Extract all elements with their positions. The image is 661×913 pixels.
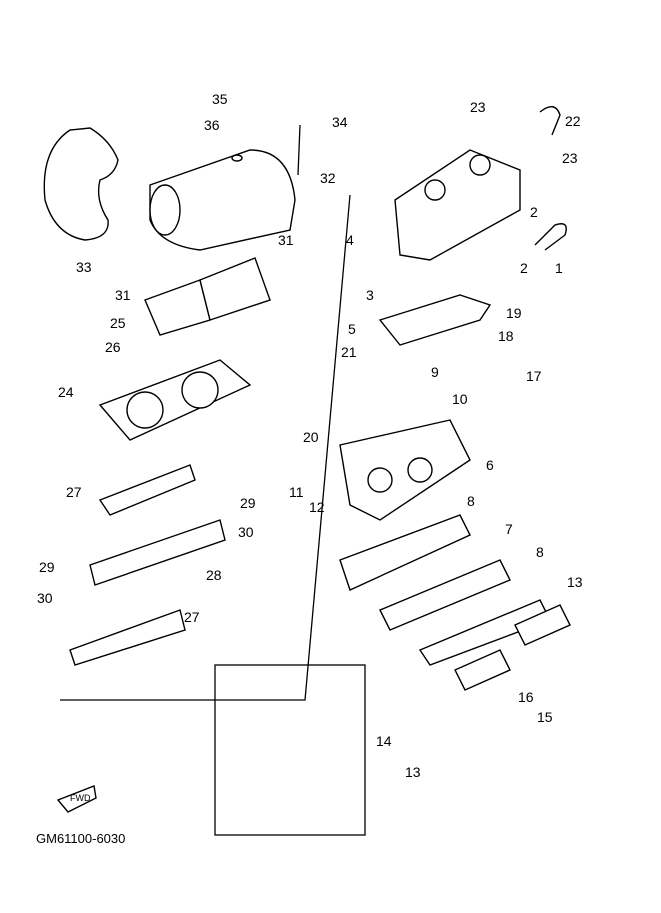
callout-10: 10 <box>452 391 468 407</box>
callout-12: 12 <box>309 499 325 515</box>
callout-9: 9 <box>431 364 439 380</box>
callout-13: 13 <box>567 574 583 590</box>
callout-17: 17 <box>526 368 542 384</box>
callout-1: 1 <box>555 260 563 276</box>
callout-2: 2 <box>520 260 528 276</box>
callout-36: 36 <box>204 117 220 133</box>
callout-18: 18 <box>498 328 514 344</box>
hose-22 <box>539 106 561 136</box>
callout-8: 8 <box>467 493 475 509</box>
screens-31 <box>144 257 271 336</box>
reed-inset-box <box>214 664 366 836</box>
callout-31: 31 <box>278 232 294 248</box>
fwd-arrow-icon: FWD <box>56 785 97 813</box>
callout-20: 20 <box>303 429 319 445</box>
gaskets-27-28 <box>69 464 226 666</box>
reed-valves-13 <box>454 604 571 691</box>
callout-8: 8 <box>536 544 544 560</box>
callout-6: 6 <box>486 457 494 473</box>
callout-19: 19 <box>506 305 522 321</box>
callout-16: 16 <box>518 689 534 705</box>
callout-28: 28 <box>206 567 222 583</box>
manifold-6 <box>339 419 471 521</box>
callout-35: 35 <box>212 91 228 107</box>
cover-24 <box>98 359 252 441</box>
callout-3: 3 <box>366 287 374 303</box>
callout-23: 23 <box>470 99 486 115</box>
callout-14: 14 <box>376 733 392 749</box>
callout-34: 34 <box>332 114 348 130</box>
callout-24: 24 <box>58 384 74 400</box>
callout-25: 25 <box>110 315 126 331</box>
water-manifold <box>394 149 521 261</box>
gaskets-7-8 <box>339 514 551 666</box>
callout-15: 15 <box>537 709 553 725</box>
svg-text:FWD: FWD <box>70 793 91 803</box>
silencer-32 <box>149 149 296 251</box>
callout-29: 29 <box>240 495 256 511</box>
callout-22: 22 <box>565 113 581 129</box>
callout-23: 23 <box>562 150 578 166</box>
callout-26: 26 <box>105 339 121 355</box>
callout-5: 5 <box>348 321 356 337</box>
callout-32: 32 <box>320 170 336 186</box>
bolt-34 <box>297 124 301 176</box>
diagram-code: GM61100-6030 <box>36 831 125 846</box>
callout-31: 31 <box>115 287 131 303</box>
callout-21: 21 <box>341 344 357 360</box>
callout-7: 7 <box>505 521 513 537</box>
callout-27: 27 <box>66 484 82 500</box>
gasket-5 <box>378 294 492 346</box>
callout-2: 2 <box>530 204 538 220</box>
callout-30: 30 <box>37 590 53 606</box>
callout-4: 4 <box>346 232 354 248</box>
callout-13: 13 <box>405 764 421 780</box>
callout-11: 11 <box>289 484 304 500</box>
callout-33: 33 <box>76 259 92 275</box>
callout-30: 30 <box>238 524 254 540</box>
hose-1 <box>534 223 567 251</box>
callout-29: 29 <box>39 559 55 575</box>
elbow-duct-33 <box>43 127 119 241</box>
callout-27: 27 <box>184 609 200 625</box>
frame-line-left <box>60 194 351 701</box>
